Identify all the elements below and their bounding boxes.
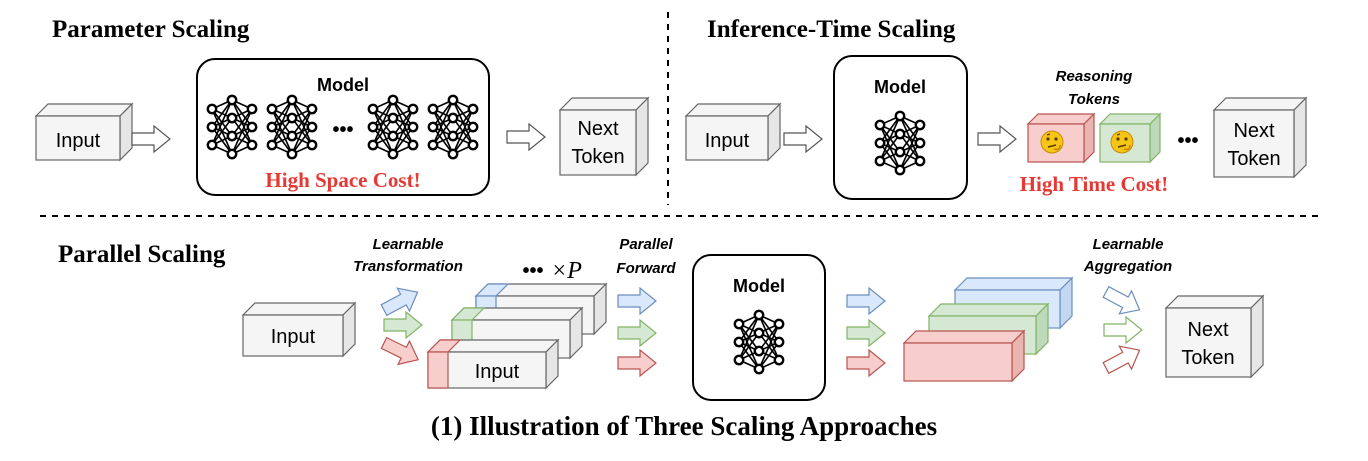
- stacked-output-red: [902, 329, 1026, 383]
- output-arrow-red: [846, 349, 886, 377]
- param-next-token-box: Next Token: [558, 96, 650, 177]
- parallel-label: Parallel: [619, 236, 673, 253]
- parameter-scaling-title: Parameter Scaling: [52, 16, 250, 43]
- parallel-model-box: Model: [692, 254, 826, 401]
- param-model-box: Model ••• High Space Cost!: [196, 58, 490, 196]
- reasoning-token-green: [1098, 112, 1162, 164]
- parallel-next-token-box: Next Token: [1164, 294, 1265, 379]
- param-arrow-in: [131, 125, 171, 153]
- aggregation-arrow-blue: [1099, 279, 1147, 322]
- aggregation-arrow-red: [1099, 338, 1147, 381]
- learnable-agg-label: Learnable: [1093, 236, 1164, 253]
- times-p-label: ×P: [551, 258, 582, 284]
- reasoning-label: Reasoning: [1056, 68, 1133, 85]
- transformation-label: Transformation: [353, 258, 463, 275]
- param-arrow-out: [506, 123, 546, 151]
- transform-arrow-blue: [377, 280, 425, 323]
- infer-ellipsis: •••: [1177, 130, 1198, 152]
- aggregation-label: Aggregation: [1083, 258, 1172, 275]
- transform-arrow-red: [377, 330, 425, 372]
- high-time-cost-label: High Time Cost!: [1020, 172, 1169, 196]
- parallel-model-title: Model: [733, 276, 785, 296]
- infer-input-box: Input: [684, 102, 782, 162]
- param-token-label: Token: [571, 146, 624, 168]
- inference-scaling-title: Inference-Time Scaling: [707, 16, 956, 43]
- transform-arrow-green: [383, 311, 423, 339]
- param-input-label: Input: [56, 130, 101, 152]
- thinking-face-icon: [1040, 130, 1064, 154]
- output-arrow-green: [846, 319, 886, 347]
- figure-caption: (1) Illustration of Three Scaling Approa…: [431, 411, 937, 441]
- infer-token-label: Token: [1227, 148, 1280, 170]
- parallel-input-label: Input: [271, 326, 316, 348]
- parallel-next-label: Next: [1187, 319, 1229, 341]
- parallel-token-label: Token: [1181, 347, 1234, 369]
- learnable-label: Learnable: [373, 236, 444, 253]
- infer-model-box: Model: [833, 55, 968, 200]
- forward-label: Forward: [616, 260, 676, 277]
- thinking-face-icon: [1110, 130, 1134, 154]
- forward-arrow-green: [617, 319, 657, 347]
- reasoning-token-red: [1026, 112, 1096, 164]
- infer-input-label: Input: [705, 130, 750, 152]
- times-p-ellipsis: •••: [522, 260, 543, 282]
- tokens-label: Tokens: [1068, 91, 1120, 108]
- stacked-input-label: Input: [475, 361, 520, 383]
- high-space-cost-label: High Space Cost!: [265, 168, 420, 192]
- infer-arrow-in: [783, 125, 823, 153]
- param-input-box: Input: [34, 102, 134, 162]
- infer-arrow-out: [977, 125, 1017, 153]
- param-model-title: Model: [317, 75, 369, 95]
- infer-model-title: Model: [874, 77, 926, 97]
- param-next-label: Next: [577, 118, 619, 140]
- infer-next-token-box: Next Token: [1212, 96, 1308, 179]
- output-arrow-blue: [846, 287, 886, 315]
- parallel-scaling-title: Parallel Scaling: [58, 241, 226, 268]
- forward-arrow-red: [617, 349, 657, 377]
- infer-next-label: Next: [1233, 120, 1275, 142]
- parallel-input-box: Input: [241, 301, 357, 358]
- forward-arrow-blue: [617, 287, 657, 315]
- param-model-ellipsis: •••: [332, 119, 353, 141]
- stacked-input-red: Input: [426, 338, 560, 390]
- stacked-input-green: [450, 306, 584, 360]
- aggregation-arrow-green: [1103, 316, 1143, 344]
